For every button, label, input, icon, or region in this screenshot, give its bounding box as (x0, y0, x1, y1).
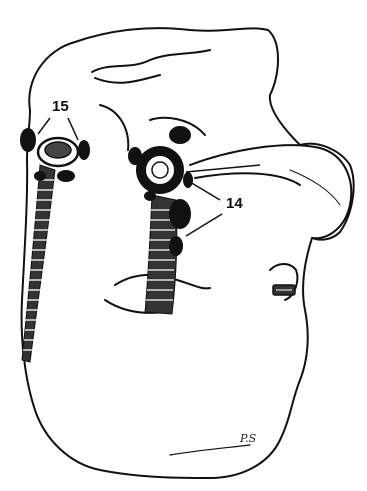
small-clip (273, 285, 295, 295)
left-vessel (20, 118, 90, 362)
label-15: 15 (52, 98, 69, 115)
appendage-inner (195, 173, 300, 185)
left-crease (100, 105, 128, 150)
appendage-line (290, 170, 340, 205)
bottom-line (170, 445, 250, 455)
artist-signature: P.S (240, 432, 256, 445)
label-14: 14 (226, 195, 243, 212)
top-crease (95, 75, 160, 83)
top-fold (92, 50, 210, 72)
appendage (190, 145, 351, 238)
organ-outline (22, 28, 354, 478)
